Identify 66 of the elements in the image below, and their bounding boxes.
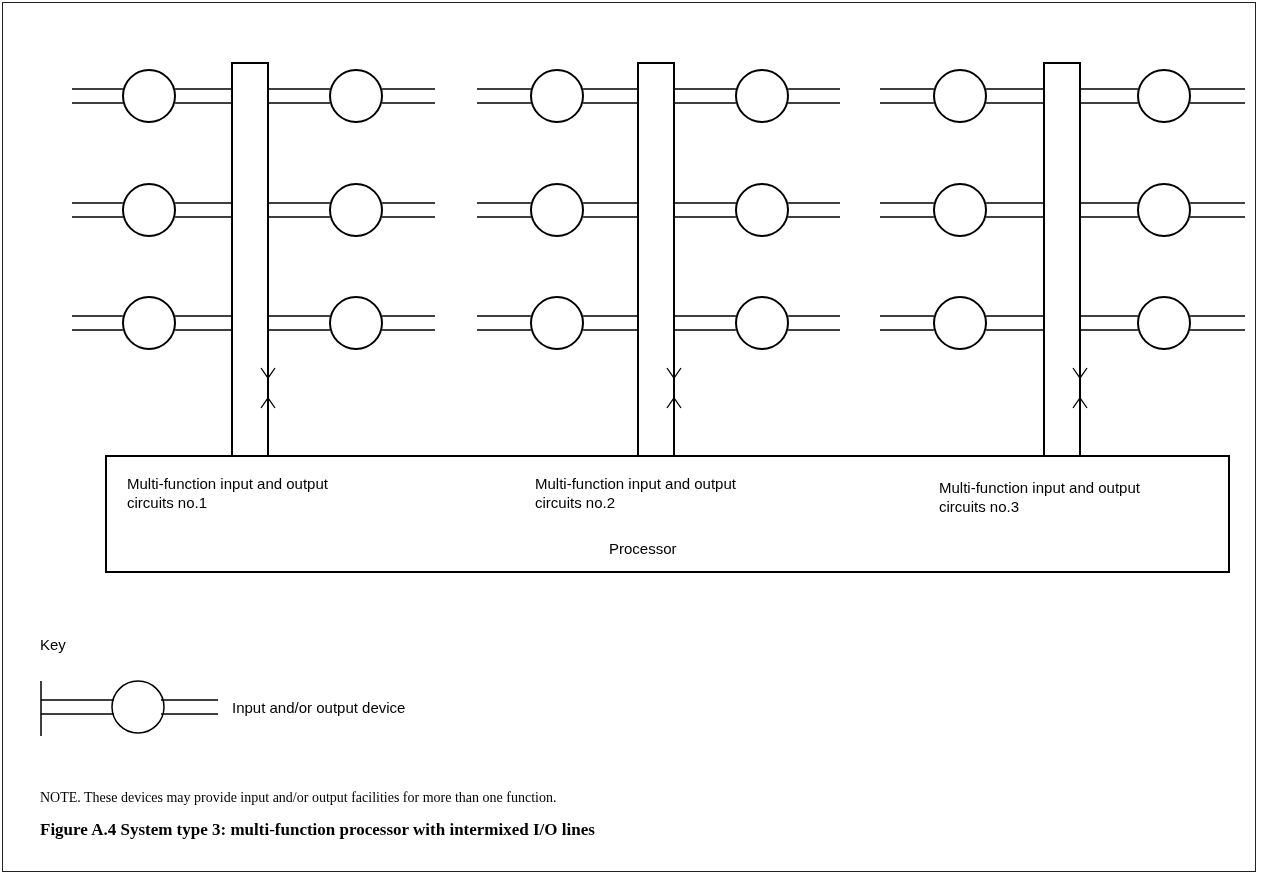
device-circle [530,69,584,123]
device-circle [1137,296,1191,350]
device-circle [122,69,176,123]
double-line [174,202,232,218]
device-circle [530,183,584,237]
double-line [879,202,935,218]
device-circle [735,296,789,350]
device-circle [1137,183,1191,237]
bus-bar [637,62,675,457]
device-circle [933,183,987,237]
double-line [879,88,935,104]
double-line [985,315,1044,331]
circuit-label: Multi-function input and output circuits no.3 [939,478,1141,516]
double-line [476,315,532,331]
double-line [1189,202,1246,218]
circuit-label: Multi-function input and output circuits no.1 [127,474,329,512]
circuit-label: Multi-function input and output circuits no.2 [535,474,737,512]
double-line [787,88,841,104]
double-line [174,88,232,104]
double-line [787,315,841,331]
processor-label: Processor [609,539,677,558]
double-line [476,88,532,104]
double-line [71,315,124,331]
double-line [71,88,124,104]
device-circle [329,69,383,123]
double-line [268,88,331,104]
device-circle [122,183,176,237]
double-line [381,315,436,331]
device-circle [329,296,383,350]
double-line [381,202,436,218]
double-line [476,202,532,218]
double-line [879,315,935,331]
double-line [1189,88,1246,104]
processor-box [105,455,1230,573]
device-circle [735,69,789,123]
double-line [174,315,232,331]
double-line [582,202,638,218]
double-line [71,202,124,218]
bus-bar [231,62,269,457]
device-circle [1137,69,1191,123]
double-line [674,315,737,331]
double-line [674,88,737,104]
double-line [674,202,737,218]
double-line [985,202,1044,218]
device-circle [530,296,584,350]
double-line [1189,315,1246,331]
device-circle [933,296,987,350]
double-line [1080,88,1139,104]
double-line [582,88,638,104]
note-text: NOTE. These devices may provide input and/or output facilities for more than one function. [40,790,557,806]
figure-caption: Figure A.4 System type 3: multi-function processor with intermixed I/O lines [40,820,595,840]
double-line [582,315,638,331]
double-line [268,315,331,331]
double-line [1080,202,1139,218]
double-line [985,88,1044,104]
double-line [787,202,841,218]
double-line [268,202,331,218]
device-circle [735,183,789,237]
device-circle [122,296,176,350]
bus-bar [1043,62,1081,457]
key-heading: Key [40,636,66,653]
legend-text: Input and/or output device [232,699,406,716]
double-line [381,88,436,104]
device-circle [933,69,987,123]
device-circle [329,183,383,237]
double-line [1080,315,1139,331]
